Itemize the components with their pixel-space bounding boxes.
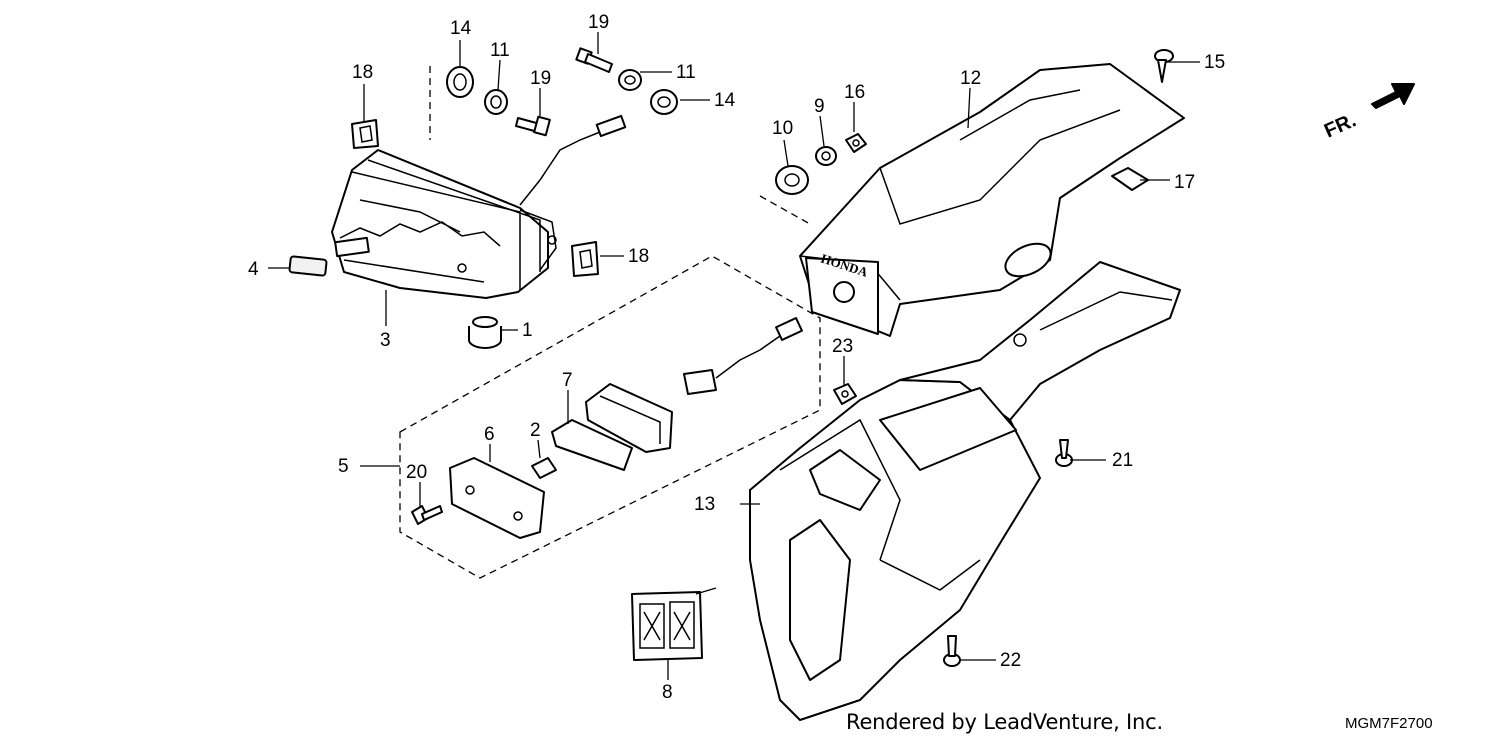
screw-part-21 — [1055, 439, 1073, 467]
callout-16: 16 — [844, 82, 865, 103]
bolt-part-19-right — [575, 47, 613, 73]
screw-part-15 — [1154, 49, 1174, 83]
collar-part-11-right — [618, 69, 642, 91]
assembly-5-outline — [399, 255, 821, 579]
grommet-part-1 — [468, 316, 502, 349]
callout-6: 6 — [484, 424, 495, 445]
socket-harness — [683, 317, 803, 395]
callout-labels: 14 11 19 19 11 14 18 18 4 3 1 5 6 2 7 20… — [248, 12, 1225, 703]
callout-19-left: 19 — [530, 68, 551, 89]
pad-part-4 — [288, 255, 328, 277]
lens-part-6 — [449, 457, 545, 539]
callout-3: 3 — [380, 330, 391, 351]
bolt-part-19-left — [515, 115, 551, 137]
callout-14-upper: 14 — [450, 18, 472, 39]
leader-lines — [268, 32, 1200, 680]
gasket-part-7 — [551, 419, 633, 471]
callout-12: 12 — [960, 68, 981, 89]
fender-bracket-part-12: HONDA — [799, 63, 1185, 337]
callout-20: 20 — [406, 462, 427, 483]
callout-8: 8 — [662, 682, 673, 703]
callout-14-right: 14 — [714, 90, 736, 111]
grommet-part-14-upper — [446, 66, 474, 98]
socket-housing — [585, 383, 673, 453]
callout-1: 1 — [522, 320, 533, 341]
screw-part-20 — [411, 505, 443, 525]
callout-9: 9 — [814, 96, 825, 117]
front-direction-label: FR. — [1321, 109, 1359, 142]
reflector-part-8 — [631, 591, 703, 661]
clip-part-18-lower — [571, 241, 599, 277]
callout-19-right: 19 — [588, 12, 609, 33]
render-credit: Rendered by LeadVenture, Inc. — [846, 710, 1163, 734]
callout-11-upper: 11 — [490, 40, 510, 61]
nut-part-23 — [833, 383, 857, 405]
taillight-part-3 — [331, 114, 627, 299]
callout-5: 5 — [338, 456, 349, 477]
grommet-part-14-right — [650, 89, 678, 115]
callout-17: 17 — [1174, 172, 1195, 193]
grommet-part-10 — [775, 165, 809, 195]
front-direction-indicator: FR. — [1321, 83, 1415, 143]
callout-13: 13 — [694, 494, 715, 515]
callout-10: 10 — [772, 118, 793, 139]
callout-22: 22 — [1000, 650, 1021, 671]
bulb-part-2 — [531, 457, 557, 479]
callout-21: 21 — [1112, 450, 1133, 471]
callout-18-lower: 18 — [628, 246, 649, 267]
clip-part-18-upper — [351, 119, 379, 149]
rear-fender-part-13 — [749, 261, 1181, 721]
callout-15: 15 — [1204, 52, 1225, 73]
callout-18-upper: 18 — [352, 62, 373, 83]
diagram-code: MGM7F2700 — [1345, 715, 1433, 732]
callout-7: 7 — [562, 370, 573, 391]
callout-23: 23 — [832, 336, 853, 357]
collar-part-11-upper — [484, 89, 508, 115]
nut-part-17 — [1111, 167, 1149, 191]
callout-11-right: 11 — [676, 62, 696, 83]
callout-4: 4 — [248, 259, 259, 280]
nut-part-16 — [845, 133, 867, 153]
collar-part-9 — [815, 146, 837, 166]
screw-part-22 — [943, 635, 961, 667]
callout-2: 2 — [530, 420, 541, 441]
